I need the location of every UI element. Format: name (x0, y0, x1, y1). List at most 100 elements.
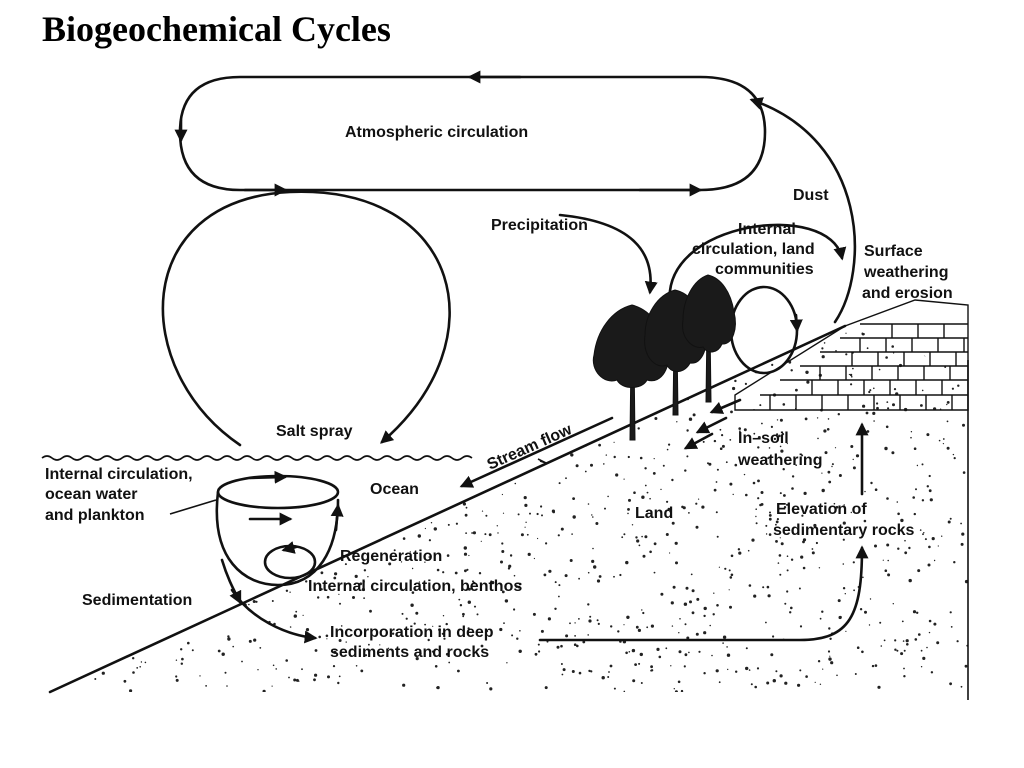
stipple-dot (515, 418, 519, 422)
stipple-dot (515, 585, 518, 588)
stipple-dot (159, 353, 162, 356)
stipple-dot (292, 349, 294, 352)
stipple-dot (569, 388, 572, 392)
stipple-dot (447, 398, 450, 401)
stipple-dot (811, 551, 815, 555)
stipple-dot (249, 565, 252, 567)
stipple-dot (646, 491, 649, 494)
stipple-dot (783, 494, 786, 497)
stipple-dot (247, 365, 250, 369)
stipple-dot (109, 415, 111, 417)
stipple-dot (831, 463, 834, 466)
stipple-dot (66, 629, 69, 631)
stipple-dot (937, 545, 939, 547)
stipple-dot (201, 388, 205, 392)
stipple-dot (156, 565, 159, 567)
stipple-dot (78, 555, 82, 559)
stipple-dot (424, 623, 426, 626)
stipple-dot (51, 375, 54, 378)
stipple-dot (724, 567, 727, 570)
stipple-dot (453, 348, 455, 350)
stipple-dot (399, 503, 403, 506)
stipple-dot (314, 649, 318, 652)
stipple-dot (462, 615, 465, 618)
stipple-dot (70, 353, 72, 355)
stipple-dot (561, 673, 564, 676)
stipple-dot (326, 638, 328, 640)
stipple-dot (698, 498, 700, 500)
stipple-dot (658, 655, 662, 659)
stipple-dot (388, 472, 391, 475)
stipple-dot (195, 587, 198, 590)
stipple-dot (523, 389, 525, 391)
stipple-dot (713, 488, 717, 492)
stipple-dot (228, 365, 232, 369)
stipple-dot (386, 520, 388, 523)
stipple-dot (176, 508, 179, 510)
stipple-dot (818, 567, 821, 569)
stipple-dot (842, 538, 845, 541)
sedimentary-rock-layers (734, 299, 969, 411)
stipple-dot (722, 375, 727, 379)
stipple-dot (150, 416, 154, 419)
stipple-dot (960, 344, 964, 348)
stipple-dot (63, 653, 66, 656)
stipple-dot (344, 393, 348, 396)
stipple-dot (518, 368, 522, 372)
stipple-dot (142, 443, 146, 448)
in-soil-label-2: weathering (737, 452, 822, 469)
stipple-dot (868, 624, 871, 626)
stipple-dot (928, 489, 932, 493)
stipple-dot (824, 451, 828, 455)
stipple-dot (527, 552, 531, 557)
stipple-dot (517, 513, 520, 516)
stipple-dot (165, 519, 167, 522)
stipple-dot (626, 615, 630, 619)
stipple-dot (177, 614, 179, 616)
surface-label-2: weathering (863, 264, 948, 281)
stipple-dot (476, 613, 479, 616)
stipple-dot (691, 589, 695, 593)
stipple-dot (762, 586, 765, 589)
stipple-dot (247, 428, 251, 432)
stipple-dot (638, 662, 641, 665)
stipple-dot (689, 600, 692, 604)
stipple-dot (751, 538, 755, 542)
stipple-dot (424, 561, 426, 563)
stipple-dot (397, 439, 400, 442)
stipple-dot (253, 638, 257, 642)
stipple-dot (852, 466, 856, 470)
stipple-dot (806, 380, 810, 384)
stipple-dot (584, 470, 587, 473)
stipple-dot (745, 647, 748, 650)
stipple-dot (237, 508, 242, 512)
stipple-dot (569, 399, 572, 402)
stipple-dot (79, 398, 83, 402)
stipple-dot (571, 533, 573, 535)
stipple-dot (674, 541, 678, 545)
stipple-dot (296, 539, 299, 542)
stipple-dot (123, 432, 126, 435)
stipple-dot (135, 405, 137, 408)
stipple-dot (487, 351, 489, 353)
stipple-dot (224, 354, 228, 358)
stipple-dot (644, 385, 647, 387)
stipple-dot (942, 438, 945, 440)
stipple-dot (701, 505, 705, 509)
stipple-dot (447, 406, 449, 409)
stipple-dot (753, 432, 756, 435)
stipple-dot (480, 540, 482, 542)
stipple-dot (417, 534, 421, 538)
stipple-dot (413, 622, 416, 625)
stipple-dot (94, 678, 97, 680)
stipple-dot (541, 355, 544, 358)
stipple-dot (158, 551, 162, 554)
stipple-dot (83, 366, 86, 369)
stipple-dot (393, 549, 396, 552)
stipple-dot (344, 341, 346, 343)
stipple-dot (543, 573, 547, 577)
stipple-dot (556, 645, 560, 649)
stipple-dot (519, 630, 521, 632)
stipple-dot (757, 479, 760, 483)
stipple-dot (923, 353, 927, 357)
